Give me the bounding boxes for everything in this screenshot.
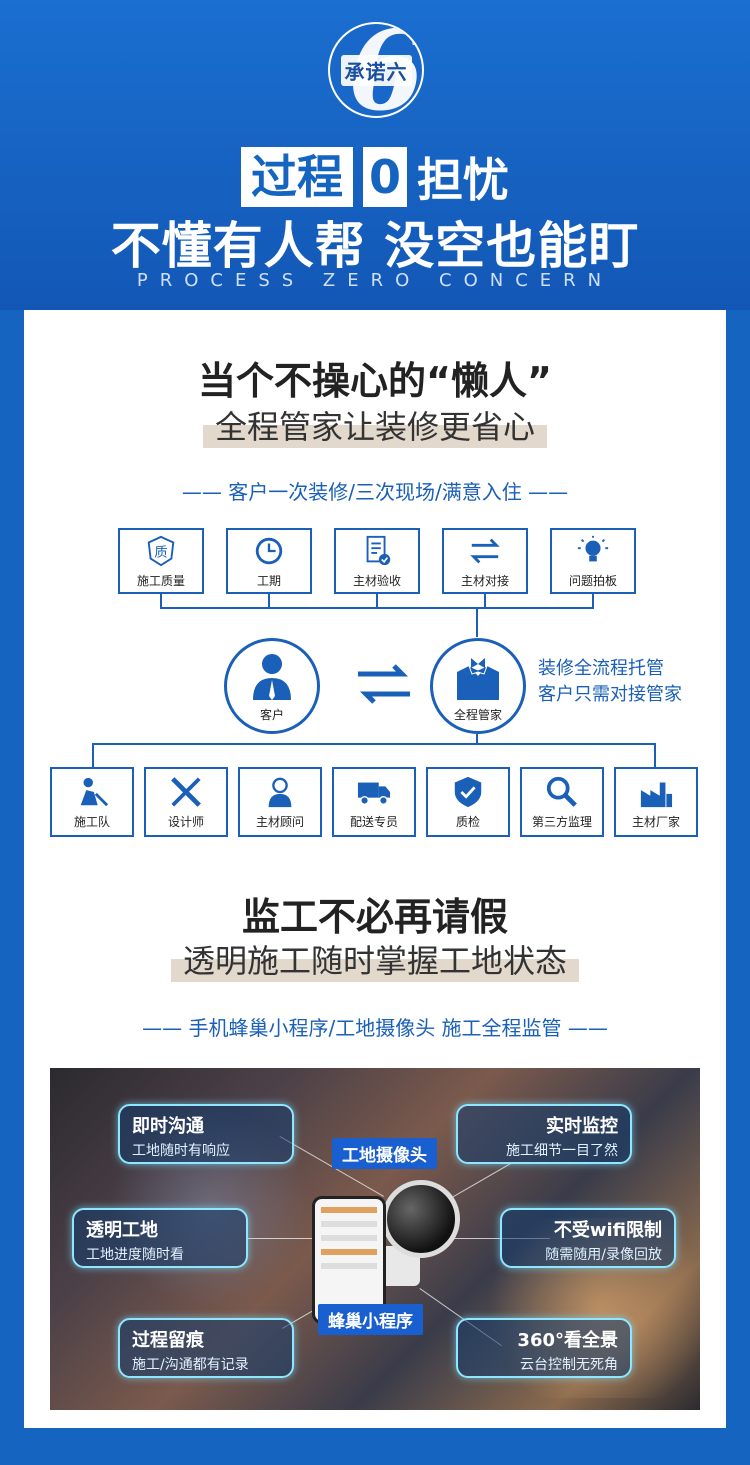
item-decision-making: 问题拍板 bbox=[550, 528, 636, 594]
headline: 过程 0 担忧 bbox=[0, 144, 750, 210]
factory-icon bbox=[640, 782, 673, 807]
section1-subtitle: 全程管家让装修更省心 bbox=[202, 402, 547, 448]
header-banner: 6 承诺六 过程 0 担忧 不懂有人帮 没空也能盯 PROCESS ZERO C… bbox=[0, 0, 750, 310]
content-card: 当个不操心的“懒人” 全程管家让装修更省心 —— 客户一次装修/三次现场/满意入… bbox=[24, 310, 726, 1428]
feature-bubble: 不受wifi限制 随需随用/录像回放 bbox=[500, 1208, 676, 1268]
wire bbox=[268, 594, 270, 608]
section1-title: 当个不操心的“懒人” bbox=[198, 359, 552, 403]
customer-icon bbox=[253, 653, 291, 700]
sub-headline: 不懂有人帮 没空也能盯 bbox=[110, 217, 640, 275]
shield-icon bbox=[454, 776, 482, 807]
headline-box-1: 过程 bbox=[240, 147, 353, 207]
item-construction-quality: 质 施工质量 bbox=[118, 528, 204, 594]
item-delivery-staff: 配送专员 bbox=[332, 767, 416, 837]
wire bbox=[476, 607, 478, 637]
section1-tagline: —— 客户一次装修/三次现场/满意入住 —— bbox=[181, 480, 569, 504]
feature-bubble: 实时监控 施工细节一目了然 bbox=[456, 1104, 632, 1164]
feature-bubble: 360°看全景 云台控制无死角 bbox=[456, 1318, 632, 1378]
wire bbox=[376, 594, 378, 608]
connector-line bbox=[450, 1163, 512, 1199]
item-material-manufacturer: 主材厂家 bbox=[614, 767, 698, 837]
butler-circle: 全程管家 bbox=[430, 638, 526, 734]
lightbulb-icon bbox=[577, 535, 609, 561]
wire bbox=[592, 594, 594, 608]
side-note: 装修全流程托管 客户只需对接管家 bbox=[538, 658, 682, 705]
exchange-arrows-icon bbox=[470, 538, 500, 563]
logo-text: 承诺六 bbox=[340, 54, 412, 86]
item-third-party-supervision: 第三方监理 bbox=[520, 767, 604, 837]
item-material-coordination: 主材对接 bbox=[442, 528, 528, 594]
section2-subtitle: 透明施工随时掌握工地状态 bbox=[170, 936, 579, 982]
svg-text:质: 质 bbox=[154, 544, 167, 560]
magnifier-icon bbox=[546, 776, 577, 807]
document-check-icon bbox=[366, 535, 391, 565]
customer-circle: 客户 bbox=[224, 638, 320, 734]
quality-icon: 质 bbox=[147, 535, 175, 566]
item-material-acceptance: 主材验收 bbox=[334, 528, 420, 594]
camera-icon bbox=[382, 1180, 460, 1258]
butler-icon bbox=[457, 657, 499, 700]
item-material-consultant: 主材顾问 bbox=[238, 767, 322, 837]
app-tag: 蜂巢小程序 bbox=[318, 1304, 423, 1335]
section2-tagline: —— 手机蜂巢小程序/工地摄像头 施工全程监管 —— bbox=[142, 1016, 608, 1040]
english-tagline: PROCESS ZERO CONCERN bbox=[136, 270, 614, 291]
wire bbox=[92, 743, 94, 767]
item-designer: 设计师 bbox=[144, 767, 228, 837]
clock-icon bbox=[255, 537, 283, 564]
consultant-icon bbox=[268, 777, 292, 807]
headline-box-2: 0 bbox=[362, 147, 407, 207]
connector-line bbox=[246, 1238, 326, 1239]
exchange-arrows-icon bbox=[358, 664, 410, 704]
wire bbox=[476, 734, 478, 744]
wire bbox=[160, 594, 162, 608]
feature-bubble: 过程留痕 施工/沟通都有记录 bbox=[118, 1318, 294, 1378]
wire bbox=[654, 743, 656, 767]
camera-tag: 工地摄像头 bbox=[332, 1138, 437, 1169]
headline-plain: 担忧 bbox=[417, 153, 509, 207]
feature-bubble: 透明工地 工地进度随时看 bbox=[72, 1208, 248, 1268]
wire bbox=[484, 594, 486, 608]
item-construction-team: 施工队 bbox=[50, 767, 134, 837]
monitoring-photo: 即时沟通 工地随时有响应 透明工地 工地进度随时看 过程留痕 施工/沟通都有记录… bbox=[50, 1068, 700, 1410]
brand-logo: 6 承诺六 bbox=[328, 22, 424, 118]
truck-icon bbox=[357, 782, 391, 805]
worker-icon bbox=[80, 777, 109, 806]
item-schedule: 工期 bbox=[226, 528, 312, 594]
ruler-pencil-icon bbox=[171, 776, 201, 807]
wire bbox=[160, 607, 594, 609]
section2-title: 监工不必再请假 bbox=[241, 895, 508, 939]
wire bbox=[92, 743, 656, 745]
item-quality-inspection: 质检 bbox=[426, 767, 510, 837]
feature-bubble: 即时沟通 工地随时有响应 bbox=[118, 1104, 294, 1164]
